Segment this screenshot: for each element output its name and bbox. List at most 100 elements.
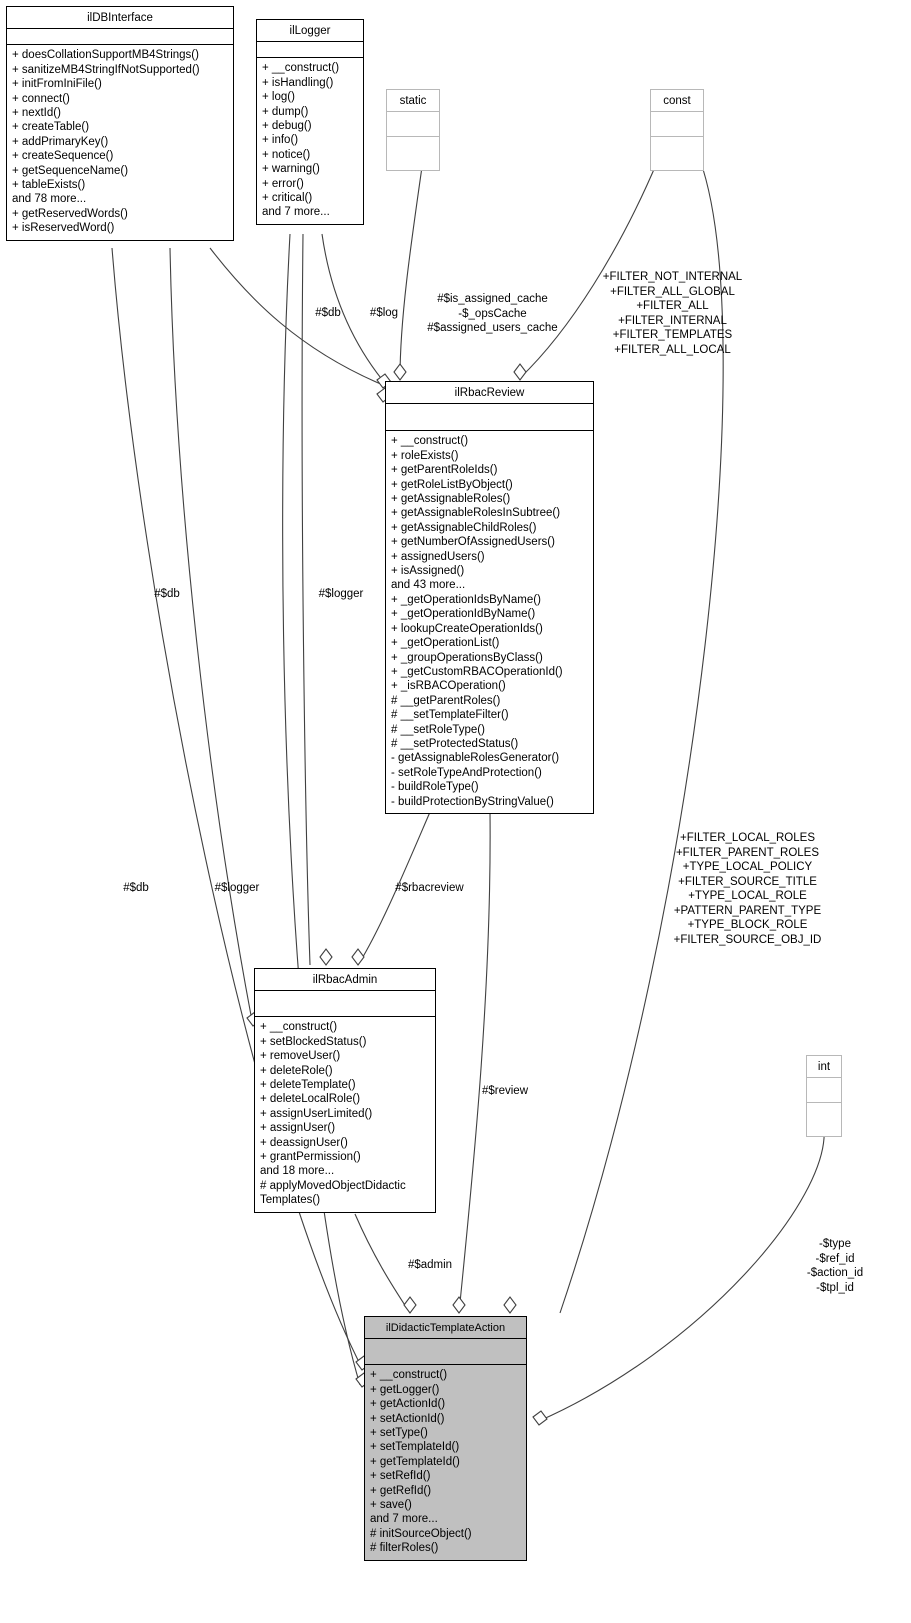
operation: + _groupOperationsByClass()	[391, 651, 543, 664]
operation-more: and 7 more...	[262, 206, 330, 219]
class-box-ilrbacadmin[interactable]: ilRbacAdmin + __construct() + setBlocked…	[254, 968, 436, 1213]
operation: + _getOperationIdsByName()	[391, 593, 541, 606]
class-title-const: const	[651, 90, 703, 113]
operation: + __construct()	[262, 62, 340, 75]
class-attributes-illogger	[257, 42, 363, 59]
class-title-ilrbacadmin: ilRbacAdmin	[255, 969, 435, 992]
operation: + setTemplateId()	[370, 1441, 460, 1454]
class-box-ilrbacreview[interactable]: ilRbacReview + __construct() + roleExist…	[385, 381, 594, 814]
operation: + notice()	[262, 148, 311, 161]
operation: + isReservedWord()	[12, 222, 115, 235]
operation: + __construct()	[260, 1021, 338, 1034]
class-operations-const	[651, 137, 703, 170]
operation: + assignUser()	[260, 1122, 336, 1135]
operation: - buildRoleType()	[391, 781, 479, 794]
operation-more: and 7 more...	[370, 1513, 438, 1526]
class-attributes-ildidactictemplateaction	[365, 1339, 526, 1366]
operation: + getReservedWords()	[12, 207, 128, 220]
class-attributes-const	[651, 112, 703, 138]
operation: + getAssignableChildRoles()	[391, 521, 537, 534]
operation: + sanitizeMB4StringIfNotSupported()	[12, 63, 200, 76]
operation: + initFromIniFile()	[12, 78, 102, 91]
class-operations-illogger: + __construct() + isHandling() + log() +…	[257, 58, 363, 223]
operation: + tableExists()	[12, 179, 86, 192]
operation: + isAssigned()	[391, 565, 465, 578]
operation: + isHandling()	[262, 76, 334, 89]
class-attributes-ilrbacadmin	[255, 991, 435, 1018]
operation: + getRoleListByObject()	[391, 478, 513, 491]
class-box-const[interactable]: const	[650, 89, 704, 172]
edge-label-db-rbacreview: #$db	[315, 307, 341, 319]
class-box-illogger[interactable]: ilLogger + __construct() + isHandling() …	[256, 19, 364, 225]
class-box-static[interactable]: static	[386, 89, 440, 172]
operation: + _getOperationIdByName()	[391, 608, 536, 621]
operation: + __construct()	[391, 435, 469, 448]
class-box-int[interactable]: int	[806, 1055, 842, 1138]
operation: # __getParentRoles()	[391, 694, 501, 707]
operation: + dump()	[262, 105, 309, 118]
operation: + deleteTemplate()	[260, 1079, 356, 1092]
operation: + deleteRole()	[260, 1064, 333, 1077]
operation: + info()	[262, 134, 299, 147]
operation: + getNumberOfAssignedUsers()	[391, 536, 555, 549]
operation: + save()	[370, 1499, 412, 1512]
operation: + grantPermission()	[260, 1151, 361, 1164]
class-attributes-static	[387, 112, 439, 138]
operation: + setBlockedStatus()	[260, 1035, 367, 1048]
operation: + error()	[262, 177, 304, 190]
class-attributes-ilrbacreview	[386, 404, 593, 432]
operation: + getAssignableRolesInSubtree()	[391, 507, 561, 520]
operation: + warning()	[262, 163, 320, 176]
operation: + setActionId()	[370, 1412, 445, 1425]
operation: # __setRoleType()	[391, 723, 485, 736]
class-box-ildidactictemplateaction[interactable]: ilDidacticTemplateAction + __construct()…	[364, 1316, 527, 1561]
operation: + lookupCreateOperationIds()	[391, 622, 543, 635]
edge-label-const-rbacreview: +FILTER_NOT_INTERNAL +FILTER_ALL_GLOBAL …	[602, 271, 743, 356]
class-title-ilrbacreview: ilRbacReview	[386, 382, 593, 405]
operation: + getSequenceName()	[12, 164, 129, 177]
operation: + connect()	[12, 92, 70, 105]
edge-label-static-members: #$is_assigned_cache -$_opsCache #$assign…	[427, 293, 558, 334]
class-operations-ildbinterface: + doesCollationSupportMB4Strings() + san…	[7, 45, 233, 239]
operation: + critical()	[262, 192, 313, 205]
edge-label-logger-rbacadmin: #$logger	[214, 882, 260, 894]
operation: + roleExists()	[391, 449, 459, 462]
operation: + getParentRoleIds()	[391, 464, 498, 477]
operation: + createSequence()	[12, 150, 114, 163]
class-box-ildbinterface[interactable]: ilDBInterface + doesCollationSupportMB4S…	[6, 6, 234, 241]
operation: + _getOperationList()	[391, 637, 500, 650]
operation: # initSourceObject()	[370, 1527, 472, 1540]
operation: + removeUser()	[260, 1050, 341, 1063]
operation: + nextId()	[12, 107, 61, 120]
edge-label-admin-action: #$admin	[407, 1259, 453, 1271]
operation: + debug()	[262, 120, 312, 133]
edge-label-db-action: #$db	[123, 882, 149, 894]
operation: # __setProtectedStatus()	[391, 737, 519, 750]
class-operations-static	[387, 137, 439, 170]
class-operations-ilrbacadmin: + __construct() + setBlockedStatus() + r…	[255, 1017, 435, 1211]
operation: + getActionId()	[370, 1398, 446, 1411]
edge-label-review-action: #$review	[481, 1085, 529, 1097]
edge-label-rbacreview-rbacadmin: #$rbacreview	[395, 882, 464, 894]
edge-label-const-action: +FILTER_LOCAL_ROLES +FILTER_PARENT_ROLES…	[673, 832, 822, 946]
class-title-ildidactictemplateaction: ilDidacticTemplateAction	[365, 1317, 526, 1340]
class-operations-int	[807, 1103, 841, 1136]
operation: + getTemplateId()	[370, 1455, 460, 1468]
operation: + log()	[262, 91, 295, 104]
operation: # applyMovedObjectDidactic Templates()	[260, 1179, 406, 1207]
operation: + assignedUsers()	[391, 550, 485, 563]
class-title-static: static	[387, 90, 439, 113]
operation: - setRoleTypeAndProtection()	[391, 766, 542, 779]
operation: + setRefId()	[370, 1470, 431, 1483]
operation: + getAssignableRoles()	[391, 493, 511, 506]
operation: + deassignUser()	[260, 1136, 348, 1149]
class-title-ildbinterface: ilDBInterface	[7, 7, 233, 30]
operation-more: and 18 more...	[260, 1165, 335, 1178]
operation-more: and 78 more...	[12, 193, 87, 206]
class-operations-ilrbacreview: + __construct() + roleExists() + getPare…	[386, 431, 593, 813]
operation: + deleteLocalRole()	[260, 1093, 361, 1106]
class-attributes-int	[807, 1078, 841, 1104]
operation: + __construct()	[370, 1369, 448, 1382]
edge-label-int-members: -$type -$ref_id -$action_id -$tpl_id	[806, 1238, 864, 1294]
